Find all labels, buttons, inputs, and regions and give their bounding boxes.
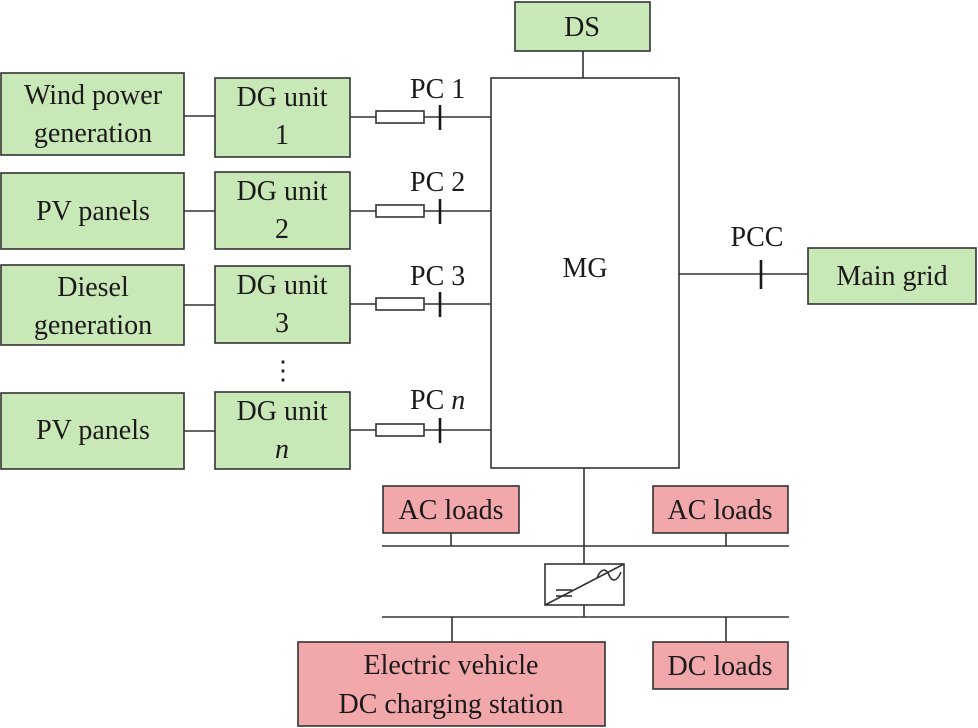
ac-dc-converter-icon (544, 563, 625, 606)
main-grid-block: Main grid (807, 247, 977, 305)
source-label-line1: PV panels (36, 196, 150, 227)
converter-diagonal (544, 563, 625, 606)
ac-loads-left-block: AC loads (382, 485, 520, 546)
main-grid-box (807, 247, 977, 305)
ds-box (514, 1, 651, 52)
dg-unit-box (214, 77, 351, 158)
ev-station-line1: Electric vehicle (364, 650, 539, 681)
dg-unit-label: DG unit (237, 176, 328, 207)
pc-prefix: PC (410, 167, 451, 198)
source-box (0, 172, 185, 250)
ac-loads-right-box (652, 485, 789, 534)
source-label-line1: Diesel (57, 272, 129, 303)
source-box (0, 72, 185, 156)
main-grid-label: Main grid (836, 261, 947, 292)
mg-box (490, 77, 680, 469)
ac-loads-right-label: AC loads (668, 495, 773, 526)
ev-station-line2: DC charging station (338, 689, 563, 720)
dg-unit-number: n (275, 434, 289, 465)
source-label-line1: Wind power (24, 80, 163, 111)
pc-index: 3 (451, 261, 465, 292)
dc-loads-box (652, 641, 789, 690)
source-row-2: PV panels DG unit 2 PC 2 (0, 167, 491, 250)
pc-label: PC 1 (410, 74, 465, 105)
source-label-line2: generation (34, 310, 152, 341)
pc-label: PC n (410, 385, 465, 416)
source-label-line1: PV panels (36, 415, 150, 446)
dc-loads-block: DC loads (652, 617, 789, 690)
feeder-impedance (375, 110, 425, 124)
ac-loads-left-box (382, 485, 520, 534)
source-row-3: Diesel generation DG unit 3 PC 3 (0, 261, 491, 346)
ev-station-box (297, 641, 606, 727)
source-row-1: Wind power generation DG unit 1 PC 1 (0, 72, 491, 158)
ac-loads-left-label: AC loads (399, 495, 504, 526)
dg-unit-box (214, 171, 351, 250)
ds-label: DS (564, 12, 600, 43)
dg-unit-label: DG unit (237, 82, 328, 113)
pc-index: 2 (451, 167, 465, 198)
ev-station-block: Electric vehicle DC charging station (297, 617, 606, 727)
dg-unit-box (214, 265, 351, 344)
mg-label: MG (562, 253, 607, 284)
ac-sine-symbol (596, 569, 622, 581)
dg-unit-label: DG unit (237, 396, 328, 427)
dg-unit-number: 1 (275, 120, 289, 151)
feeder-impedance (375, 204, 425, 218)
mg-block: MG (490, 77, 680, 469)
ellipsis-glyph: ⋮ (270, 356, 296, 385)
pc-index: n (451, 385, 465, 416)
dg-unit-box (214, 391, 351, 470)
pc-prefix: PC (410, 385, 451, 416)
source-label-line2: generation (34, 118, 152, 149)
pcc-label: PCC (731, 222, 784, 253)
pc-label: PC 2 (410, 167, 465, 198)
source-row-n: PV panels DG unit n PC n (0, 385, 491, 470)
source-box (0, 392, 185, 470)
dg-unit-number: 2 (275, 214, 289, 245)
ds-block: DS (514, 1, 651, 52)
feeder-impedance (375, 423, 425, 437)
dg-unit-label: DG unit (237, 270, 328, 301)
ac-loads-right-block: AC loads (652, 485, 789, 546)
feeder-impedance (375, 297, 425, 311)
dg-unit-number: 3 (275, 308, 289, 339)
pc-prefix: PC (410, 261, 451, 292)
pc-label: PC 3 (410, 261, 465, 292)
pc-prefix: PC (410, 74, 451, 105)
pc-index: 1 (451, 74, 465, 105)
dc-loads-label: DC loads (668, 651, 773, 682)
